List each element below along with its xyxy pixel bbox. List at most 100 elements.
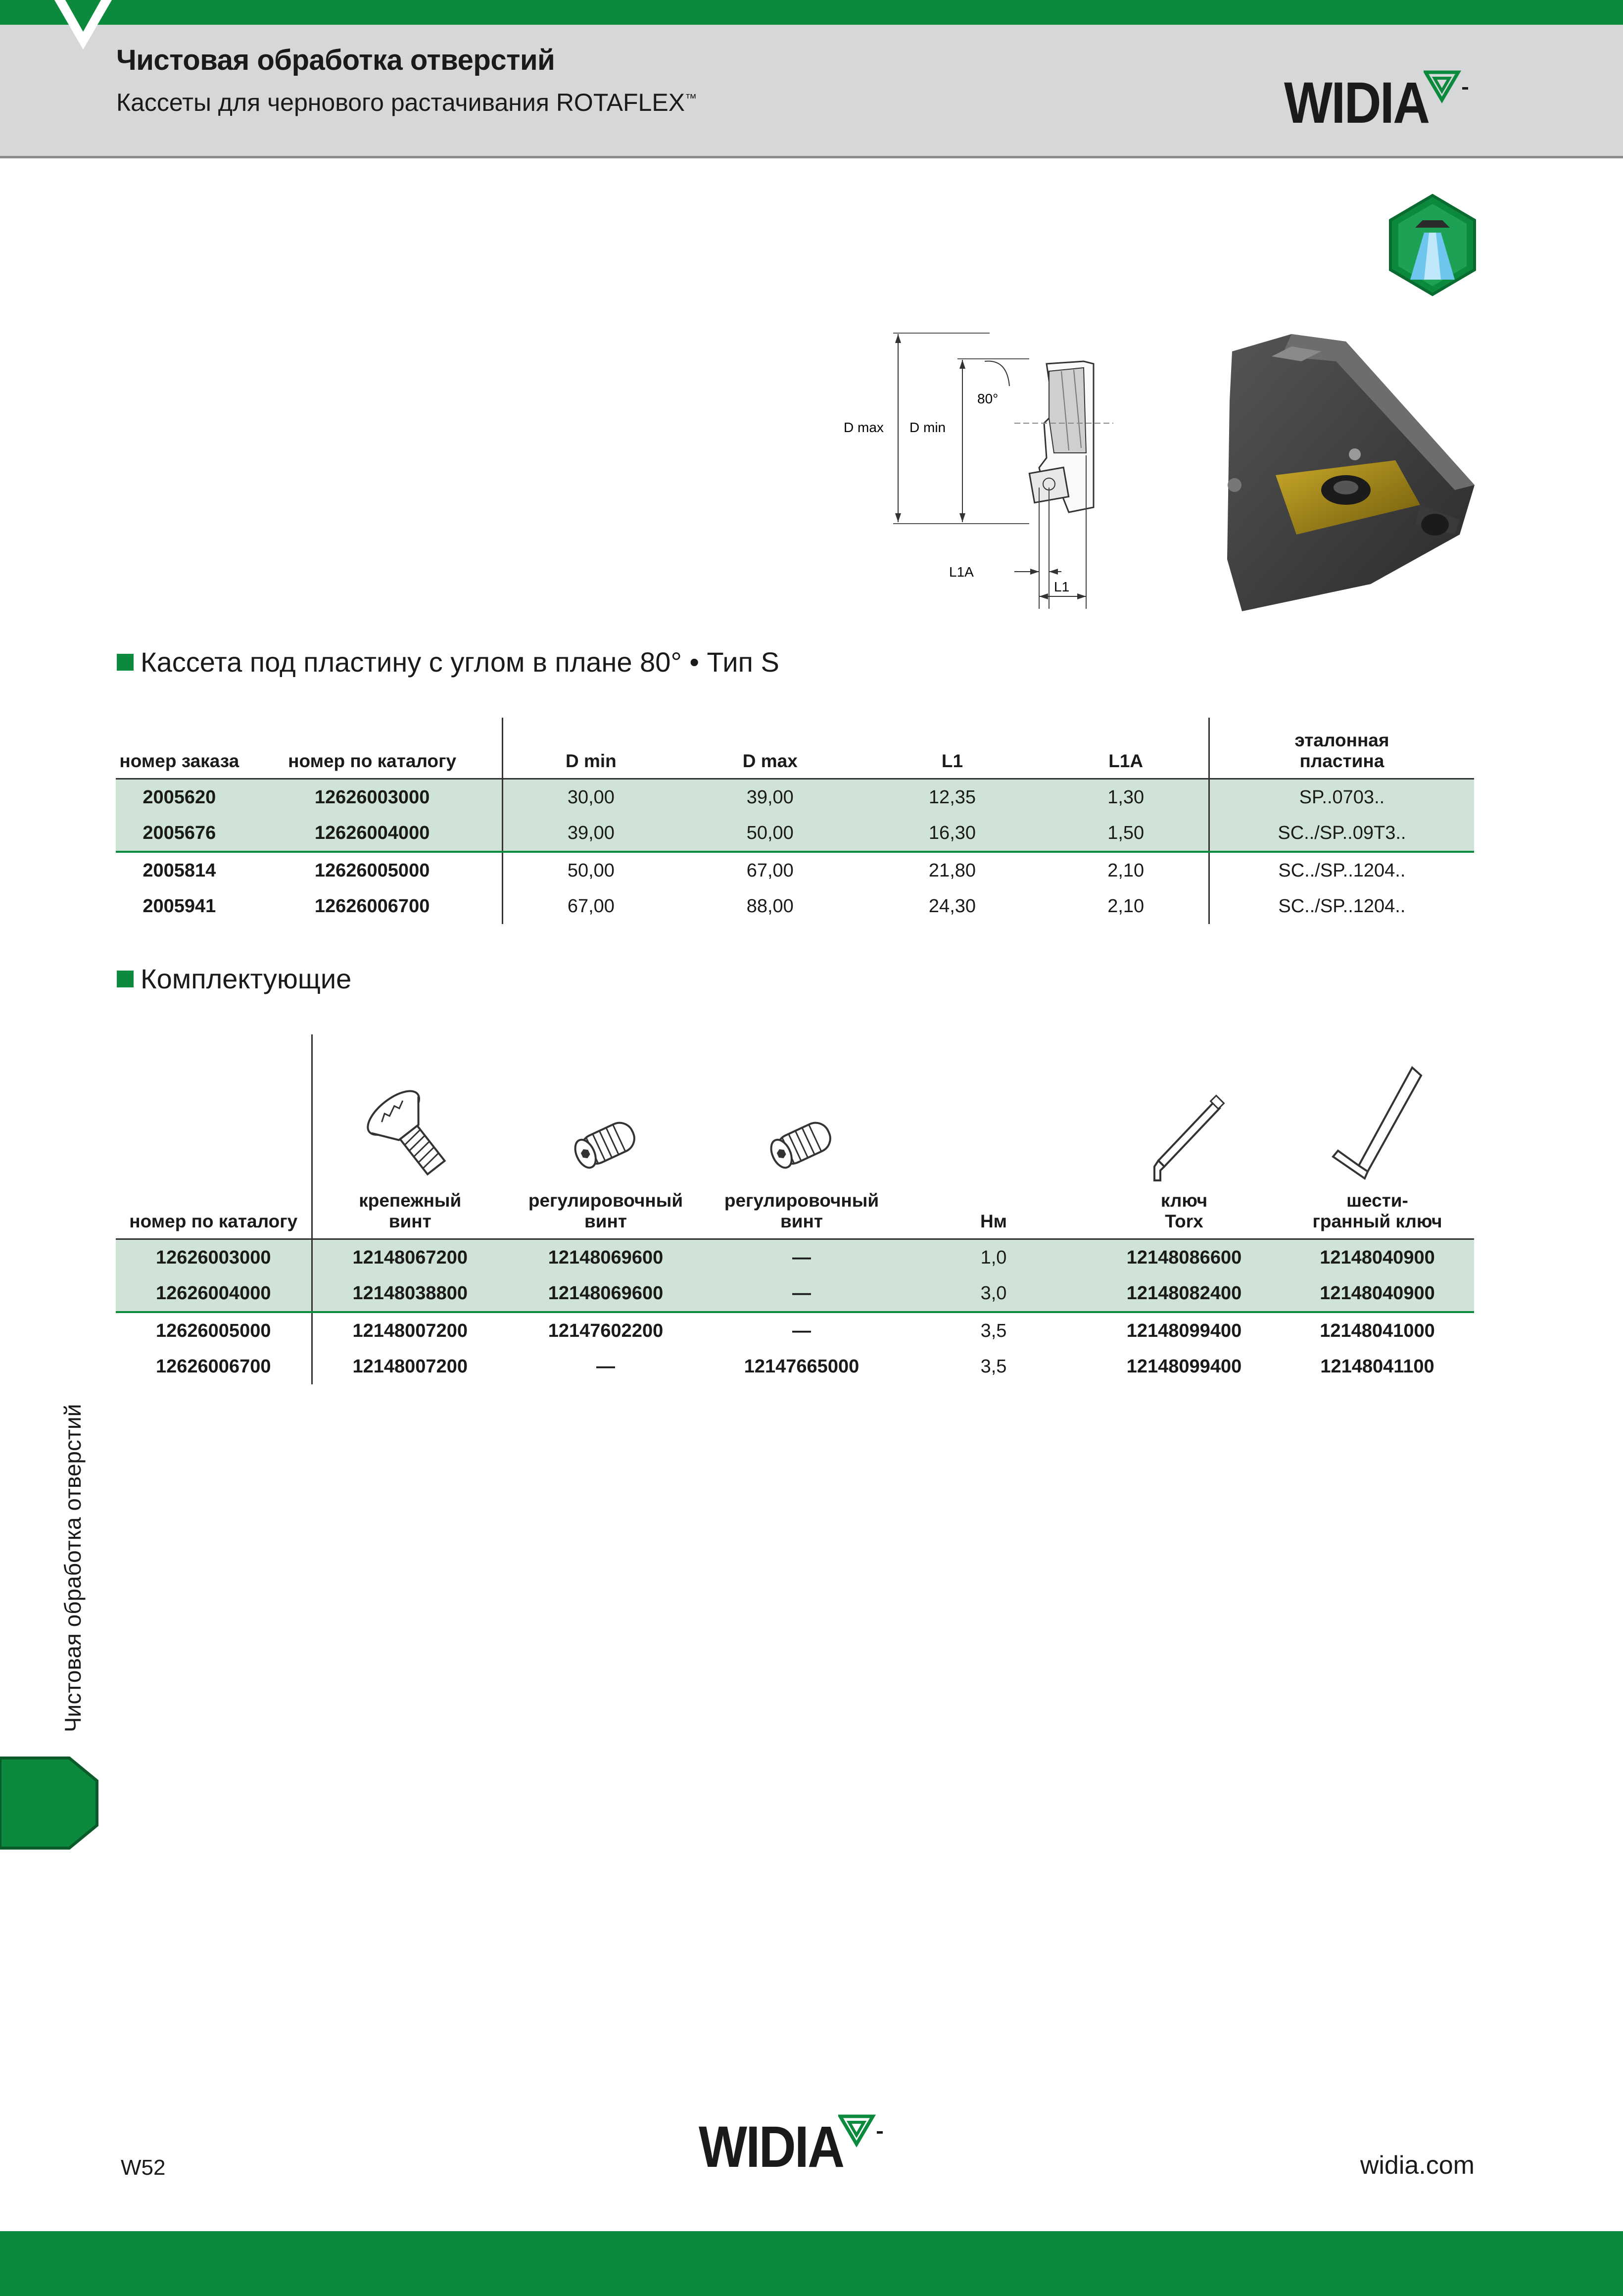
cell-catalog: 12626006700	[314, 895, 430, 917]
cell-adjust-screw-2: —	[792, 1320, 811, 1341]
section-bullet	[117, 654, 134, 671]
cell-dmax: 67,00	[746, 860, 794, 881]
col-dmax: D max	[679, 718, 861, 780]
top-green-bar	[0, 0, 1623, 25]
cell-insert: SP..0703..	[1208, 779, 1474, 815]
cell-catalog: 12626004000	[242, 815, 503, 853]
cell-hex-key: 12148040900	[1320, 1247, 1435, 1268]
cell-adjust-screw-1: 12148069600	[508, 1275, 704, 1313]
col-torx-key-line2: Torx	[1165, 1211, 1203, 1232]
hex-key-icon	[1331, 1066, 1423, 1180]
cell-torque: 3,0	[900, 1275, 1088, 1313]
col-adjust-screw-1-line1: регулировочный	[528, 1190, 683, 1211]
col-clamp-screw-line1: крепежный	[359, 1190, 462, 1211]
col-hex-key: шести-гранный ключ	[1281, 1034, 1474, 1240]
side-section-label: Чистовая обработка отверстий	[60, 1404, 86, 1732]
cell-dmin: 30,00	[501, 779, 679, 815]
col-adjust-screw-2-line1: регулировочный	[724, 1190, 879, 1211]
widia-logo-mark-icon	[838, 2114, 883, 2148]
cell-catalog: 12626006700	[156, 1356, 271, 1377]
cell-catalog: 12626005000	[156, 1320, 271, 1341]
section-title-text: Кассета под пластину с углом в плане 80°…	[141, 646, 779, 678]
col-hex-key-line1: шести-	[1346, 1190, 1408, 1211]
cell-dmin: 50,00	[501, 852, 679, 888]
cassette-3d-image	[1227, 334, 1475, 611]
widia-logo-text: WIDIA	[1284, 70, 1430, 136]
cell-dmax: 39,00	[746, 786, 794, 808]
table-row: 12626004000 12148038800 12148069600 — 3,…	[116, 1275, 1474, 1313]
cell-l1: 21,80	[928, 860, 976, 881]
cell-l1a: 1,30	[1107, 786, 1145, 808]
table-row: 2005620 12626003000 30,00 39,00 12,35 1,…	[116, 779, 1474, 815]
widia-logo: WIDIA	[1284, 69, 1468, 137]
dmin-label: D min	[909, 420, 946, 435]
cassette-table: номер заказа номер по каталогу D min D m…	[116, 718, 1474, 924]
cell-adjust-screw-1: —	[596, 1356, 615, 1377]
section-title-cassette: Кассета под пластину с углом в плане 80°…	[117, 646, 779, 678]
col-adjust-screw-2-line2: винт	[780, 1211, 823, 1232]
cell-adjust-screw-1: 12147602200	[548, 1320, 664, 1341]
col-torque: Нм	[900, 1034, 1088, 1240]
website-link[interactable]: widia.com	[1360, 2151, 1475, 2180]
cell-l1: 16,30	[861, 815, 1044, 853]
col-order-number: номер заказа	[116, 718, 243, 780]
col-reference-insert-line1: эталонная	[1294, 730, 1389, 750]
cell-l1a: 2,10	[1107, 895, 1145, 917]
col-dmin: D min	[501, 718, 679, 780]
col-l1: L1	[861, 718, 1044, 780]
cell-torx-key: 12148099400	[1126, 1356, 1242, 1377]
col-clamp-screw-line2: винт	[388, 1211, 431, 1232]
cell-dmin: 67,00	[501, 888, 679, 924]
angle-label: 80°	[977, 391, 998, 406]
boring-category-icon	[1389, 194, 1476, 296]
cell-l1a: 2,10	[1107, 860, 1145, 881]
cell-adjust-screw-1: 12148069600	[548, 1247, 664, 1268]
cell-hex-key: 12148041000	[1320, 1320, 1435, 1341]
cell-l1: 12,35	[928, 786, 976, 808]
section-title-text: Комплектующие	[141, 963, 352, 994]
cell-order: 2005676	[116, 815, 243, 853]
table-row: 2005941 12626006700 67,00 88,00 24,30 2,…	[116, 888, 1474, 924]
cell-torque: 3,5	[980, 1320, 1007, 1341]
page-subtitle: Кассеты для чернового растачивания ROTAF…	[116, 88, 697, 117]
cell-adjust-screw-2: 12147665000	[744, 1356, 859, 1377]
cell-dmax: 88,00	[746, 895, 794, 917]
cell-catalog: 12626004000	[116, 1275, 312, 1313]
cell-insert: SC../SP..1204..	[1208, 888, 1474, 924]
cell-torque: 3,5	[980, 1356, 1007, 1377]
section-title-components: Комплектующие	[117, 963, 351, 995]
widia-logo-text: WIDIA	[699, 2114, 845, 2180]
header-notch-inner	[65, 0, 101, 32]
col-reference-insert-line2: пластина	[1299, 751, 1384, 772]
cell-adjust-screw-2: —	[792, 1247, 811, 1268]
cell-clamp-screw: 12148067200	[311, 1239, 508, 1275]
table-row: 12626005000 12148007200 12147602200 — 3,…	[116, 1312, 1474, 1349]
col-hex-key-line2: гранный ключ	[1312, 1211, 1442, 1232]
col-torx-key-line1: ключ	[1160, 1190, 1208, 1211]
set-screw-icon	[770, 1122, 831, 1169]
page-header	[0, 25, 1623, 158]
table-row: 12626003000 12148067200 12148069600 — 1,…	[116, 1239, 1474, 1275]
col-adjust-screw-1-line2: винт	[584, 1211, 627, 1232]
col-catalog-number: номер по каталогу	[242, 718, 503, 780]
cell-l1: 24,30	[928, 895, 976, 917]
bottom-green-bar	[0, 2231, 1623, 2296]
widia-logo-mark-icon	[1424, 70, 1468, 103]
cell-order: 2005941	[143, 895, 216, 917]
cell-adjust-screw-2: —	[704, 1275, 900, 1313]
page-number: W52	[121, 2155, 166, 2180]
cell-clamp-screw: 12148007200	[311, 1349, 508, 1384]
cell-clamp-screw: 12148038800	[311, 1275, 508, 1313]
cassette-dimension-drawing: D max D min 80° L1A L1	[844, 333, 1113, 609]
table-row: 2005676 12626004000 39,00 50,00 16,30 1,…	[116, 815, 1474, 853]
cell-dmin: 39,00	[501, 815, 679, 853]
cell-hex-key: 12148041100	[1320, 1356, 1434, 1377]
cell-order: 2005620	[143, 786, 216, 808]
cell-clamp-screw: 12148007200	[311, 1312, 508, 1349]
table-row: 12626006700 12148007200 — 12147665000 3,…	[116, 1349, 1474, 1384]
cell-catalog: 12626003000	[156, 1247, 271, 1268]
